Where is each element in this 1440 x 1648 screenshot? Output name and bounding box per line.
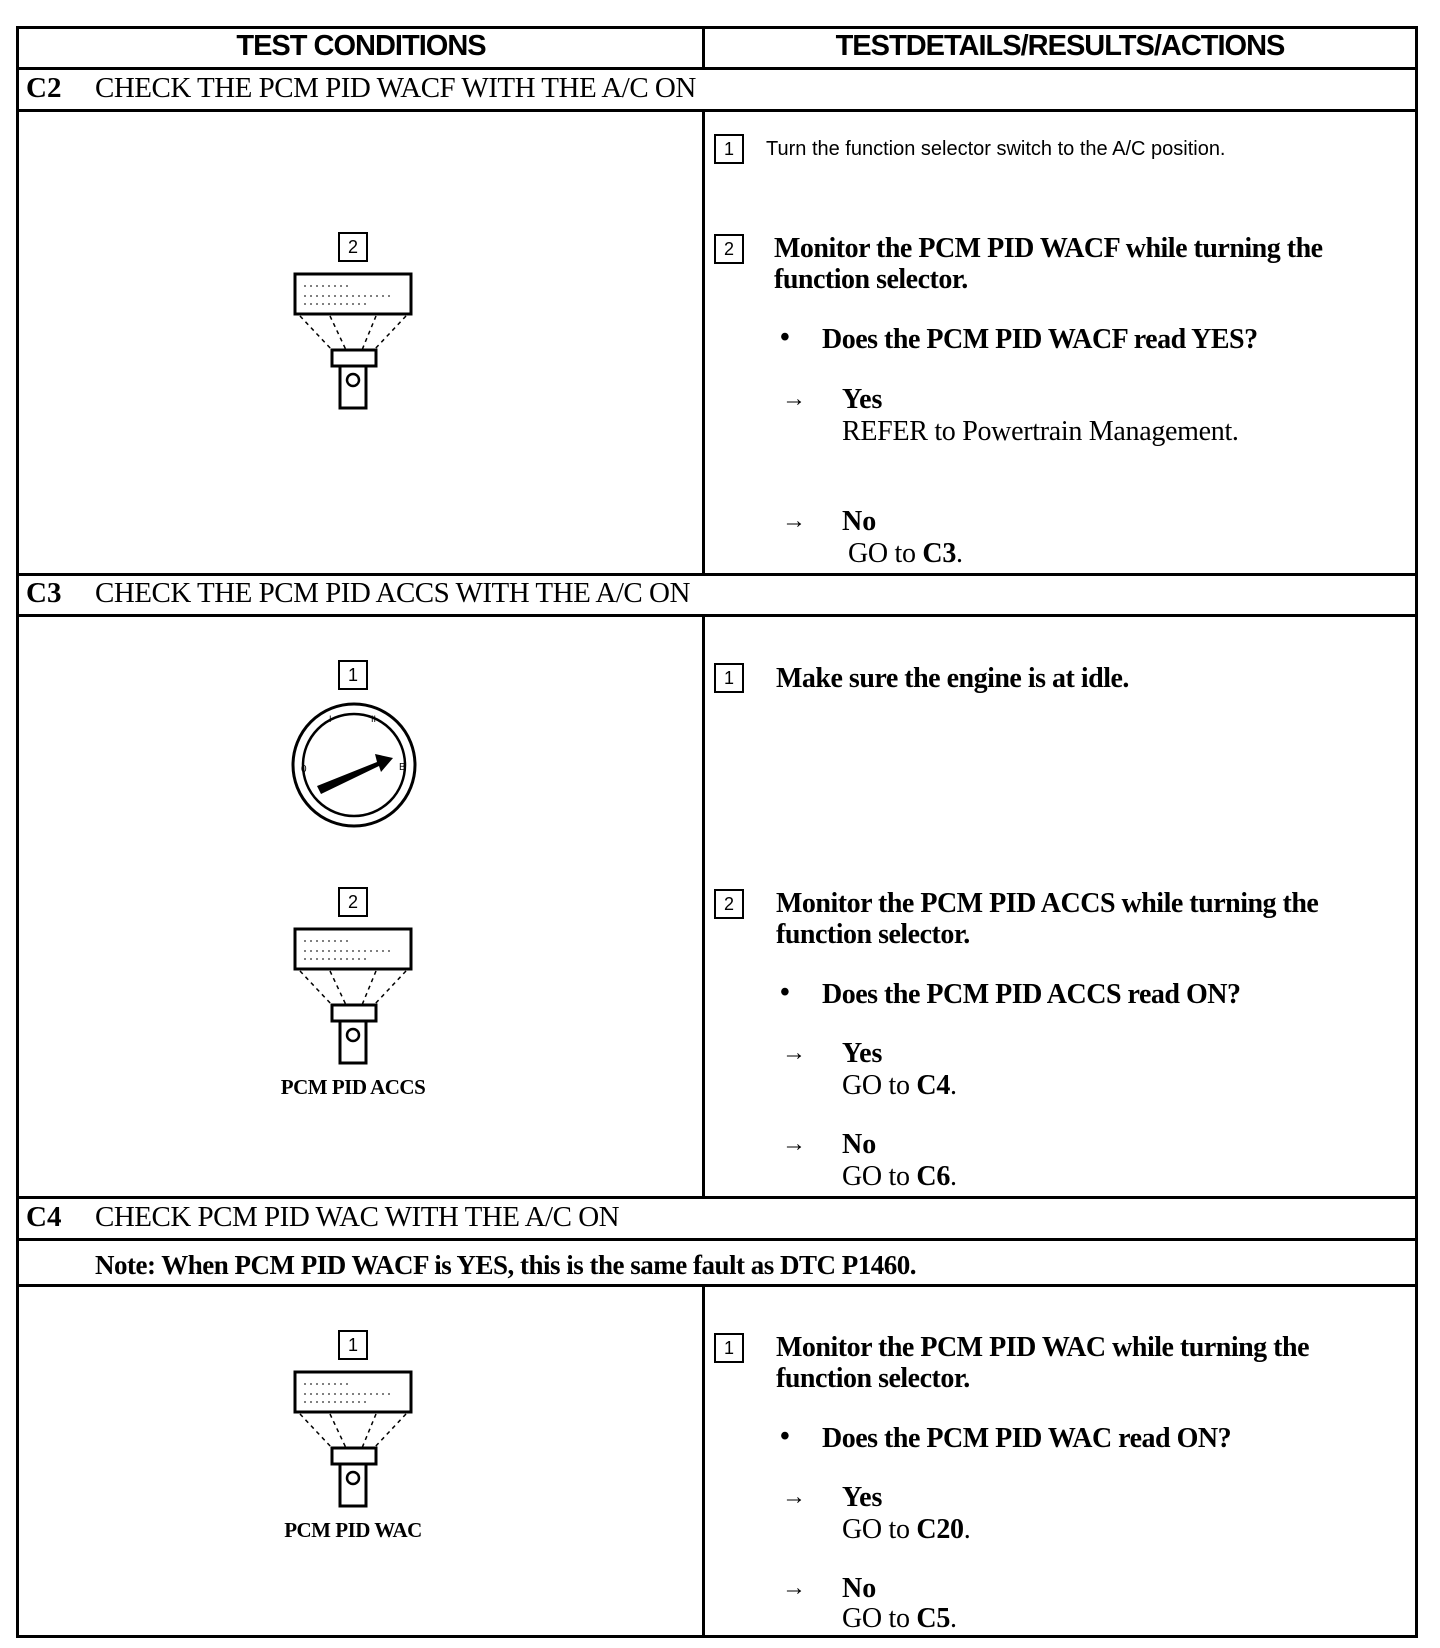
c2-step2-box: 2 — [714, 234, 744, 264]
c2-step2-text-line1: Monitor the PCM PID WACF while turning t… — [774, 233, 1323, 264]
c4-no-target: C5 — [916, 1603, 951, 1634]
c4-step1-box: 1 — [714, 1333, 744, 1363]
c3-step2-text-line1: Monitor the PCM PID ACCS while turning t… — [776, 888, 1319, 919]
c2-yes-arrow: → — [782, 386, 806, 412]
c4-note-label: Note: — [95, 1250, 156, 1280]
rule-c4-title — [18, 1238, 1418, 1241]
ignition-switch-icon: 0 B I II — [291, 702, 417, 828]
c4-no-label: No — [842, 1573, 877, 1604]
rule-c2-end — [18, 573, 1418, 576]
rule-c4-note — [18, 1284, 1418, 1287]
rule-c3-end — [18, 1196, 1418, 1199]
c3-step1-box: 1 — [714, 663, 744, 693]
svg-text:I: I — [329, 714, 332, 724]
svg-text:0: 0 — [301, 764, 307, 775]
c2-question-text: Does the PCM PID WACF read YES? — [822, 324, 1258, 355]
c3-step1-text: Make sure the engine is at idle. — [776, 663, 1129, 694]
column-divider-c4 — [702, 1285, 705, 1637]
c2-step1-box: 1 — [714, 134, 744, 164]
c3-illustration-caption: PCM PID ACCS — [280, 1075, 426, 1099]
c4-illustration-step-box: 1 — [338, 1330, 368, 1360]
scan-tool-icon — [293, 927, 413, 1065]
c2-no-action: GO to C3. — [848, 538, 963, 569]
section-c2-title: CHECK THE PCM PID WACF WITH THE A/C ON — [95, 72, 696, 104]
c3-no-arrow: → — [782, 1131, 806, 1157]
c3-step2-box: 2 — [714, 889, 744, 919]
svg-text:II: II — [371, 714, 376, 724]
c4-yes-action: GO to C20. — [842, 1514, 971, 1545]
c4-no-arrow: → — [782, 1575, 806, 1601]
section-c3-id: C3 — [26, 577, 62, 609]
c3-yes-action: GO to C4. — [842, 1070, 957, 1101]
column-divider-header — [702, 26, 705, 68]
c4-note: Note: When PCM PID WACF is YES, this is … — [95, 1250, 917, 1281]
section-c4-id: C4 — [26, 1201, 62, 1233]
frame-bottom — [18, 1635, 1418, 1638]
frame-top — [18, 26, 1418, 29]
c2-step1-text: Turn the function selector switch to the… — [766, 138, 1226, 160]
section-c2-id: C2 — [26, 72, 62, 104]
c4-step1-text-line2: function selector. — [776, 1363, 970, 1394]
c4-question-text: Does the PCM PID WAC read ON? — [822, 1423, 1232, 1454]
rule-header — [18, 67, 1418, 70]
c3-yes-label: Yes — [842, 1038, 883, 1069]
c3-yes-target: C4 — [916, 1070, 951, 1101]
c2-illustration-step-box: 2 — [338, 232, 368, 262]
c3-yes-arrow: → — [782, 1040, 806, 1066]
c3-illustration-step2-box: 2 — [338, 887, 368, 917]
section-c4-title: CHECK PCM PID WAC WITH THE A/C ON — [95, 1201, 620, 1233]
c2-yes-action: REFER to Powertrain Management. — [842, 416, 1239, 447]
section-c3-title: CHECK THE PCM PID ACCS WITH THE A/C ON — [95, 577, 690, 609]
c2-question-bullet: • — [780, 322, 790, 353]
column-divider-c2 — [702, 110, 705, 574]
c3-no-action: GO to C6. — [842, 1161, 957, 1192]
c3-question-bullet: • — [780, 977, 790, 1008]
header-test-conditions: TEST CONDITIONS — [236, 30, 486, 62]
c2-no-target: C3 — [922, 538, 957, 569]
c4-question-bullet: • — [780, 1421, 790, 1452]
c2-yes-label: Yes — [842, 384, 883, 415]
c3-no-target: C6 — [916, 1161, 951, 1192]
c3-illustration-step1-box: 1 — [338, 660, 368, 690]
c4-no-action: GO to C5. — [842, 1603, 957, 1634]
c2-no-arrow: → — [782, 508, 806, 534]
rule-c3-title — [18, 614, 1418, 617]
c3-step2-text-line2: function selector. — [776, 919, 970, 950]
c3-question-text: Does the PCM PID ACCS read ON? — [822, 979, 1241, 1010]
c4-step1-text-line1: Monitor the PCM PID WAC while turning th… — [776, 1332, 1310, 1363]
column-divider-c3 — [702, 615, 705, 1197]
header-test-details: TESTDETAILS/RESULTS/ACTIONS — [835, 30, 1286, 62]
rule-c2-title — [18, 109, 1418, 112]
c2-no-label: No — [842, 506, 877, 537]
scan-tool-icon — [293, 272, 413, 410]
frame-left — [16, 26, 19, 1638]
c4-note-text: When PCM PID WACF is YES, this is the sa… — [155, 1250, 917, 1280]
scan-tool-icon — [293, 1370, 413, 1508]
c4-yes-arrow: → — [782, 1484, 806, 1510]
c4-yes-label: Yes — [842, 1482, 883, 1513]
frame-right — [1415, 26, 1418, 1638]
c3-no-label: No — [842, 1129, 877, 1160]
c4-illustration-caption: PCM PID WAC — [284, 1518, 422, 1542]
c2-step2-text-line2: function selector. — [774, 264, 968, 295]
c4-yes-target: C20 — [916, 1514, 964, 1545]
svg-text:B: B — [399, 762, 406, 773]
